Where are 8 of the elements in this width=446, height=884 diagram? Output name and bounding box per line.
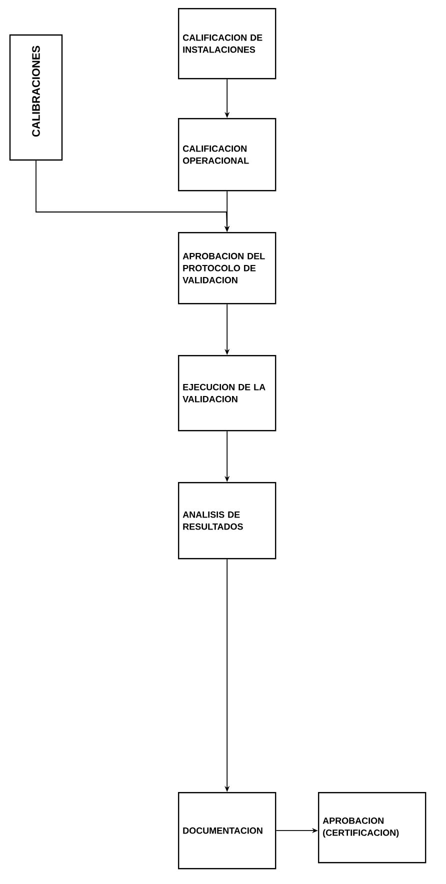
process-box: CALIBRACIONES [9, 34, 63, 161]
process-box: CALIFICACION OPERACIONAL [178, 118, 276, 192]
process-box: ANALISIS DE RESULTADOS [178, 482, 276, 560]
process-box: DOCUMENTACION [178, 792, 276, 870]
process-box: APROBACION (CERTIFICACION) [318, 792, 426, 864]
process-box: APROBACION DEL PROTOCOLO DE VALIDACION [178, 232, 276, 304]
process-box: CALIFICACION DE INSTALACIONES [178, 8, 276, 80]
process-box: EJECUCION DE LA VALIDACION [178, 355, 276, 432]
